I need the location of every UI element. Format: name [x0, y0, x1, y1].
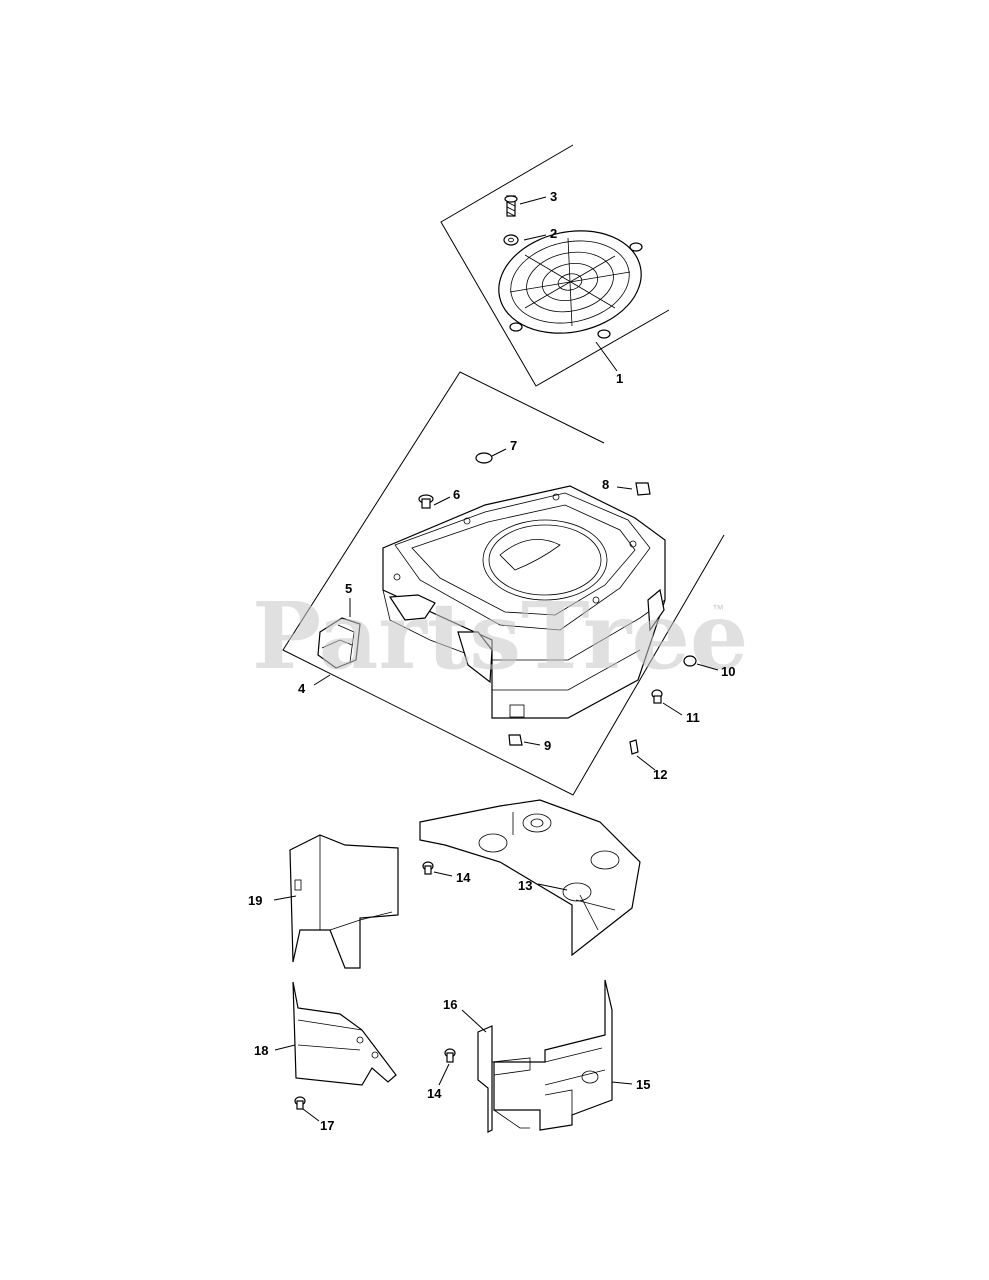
callout-16: 16: [443, 997, 457, 1012]
callout-1: 1: [616, 371, 623, 386]
blower-housing-part: [382, 485, 666, 719]
screw-10-part: [683, 655, 697, 667]
callout-7: 7: [510, 438, 517, 453]
callout-19: 19: [248, 893, 262, 908]
callout-6: 6: [453, 487, 460, 502]
frame-group-middle: [282, 371, 725, 796]
callout-5: 5: [345, 581, 352, 596]
callout-10: 10: [721, 664, 735, 679]
callout-2: 2: [550, 226, 557, 241]
callout-14-lower: 14: [427, 1086, 442, 1101]
callout-4: 4: [298, 681, 306, 696]
callout-labels: 1 2 3 4 5 6 7 8 9 10 11 12 13 14 14 15 1…: [248, 189, 735, 1133]
watermark-trademark: ™: [712, 602, 724, 616]
callout-3: 3: [550, 189, 557, 204]
screw-14a-part: [422, 861, 434, 875]
clip-12-part: [629, 739, 639, 755]
screw-11-part: [651, 689, 663, 704]
washer-part: [503, 234, 519, 246]
frame-group-top: [440, 144, 670, 387]
callout-17: 17: [320, 1118, 334, 1133]
leader-lines: [273, 196, 719, 1122]
clip-9-part: [508, 734, 523, 746]
screw-17-part: [294, 1096, 306, 1110]
watermark: PartsTree ™: [252, 582, 748, 690]
callout-8: 8: [602, 477, 609, 492]
bracket-16-part: [477, 1025, 531, 1133]
callout-14-upper: 14: [456, 870, 471, 885]
watermark-text: PartsTree: [252, 582, 748, 690]
callout-9: 9: [544, 738, 551, 753]
callout-13: 13: [518, 878, 532, 893]
deflector-part: [317, 617, 361, 669]
callout-18: 18: [254, 1043, 268, 1058]
clip-8-part: [635, 482, 651, 496]
screw-14b-part: [444, 1048, 456, 1063]
screw-6-part: [418, 494, 434, 509]
shroud-18-part: [292, 981, 397, 1086]
grille-screen-part: [498, 230, 643, 339]
callout-11: 11: [686, 710, 700, 725]
callout-15: 15: [636, 1077, 650, 1092]
baffle-13-part: [419, 799, 641, 957]
shroud-19-part: [289, 834, 399, 969]
callout-12: 12: [653, 767, 667, 782]
screw-part: [504, 195, 518, 217]
plug-7-part: [475, 452, 493, 464]
shroud-15-part: [493, 979, 613, 1131]
